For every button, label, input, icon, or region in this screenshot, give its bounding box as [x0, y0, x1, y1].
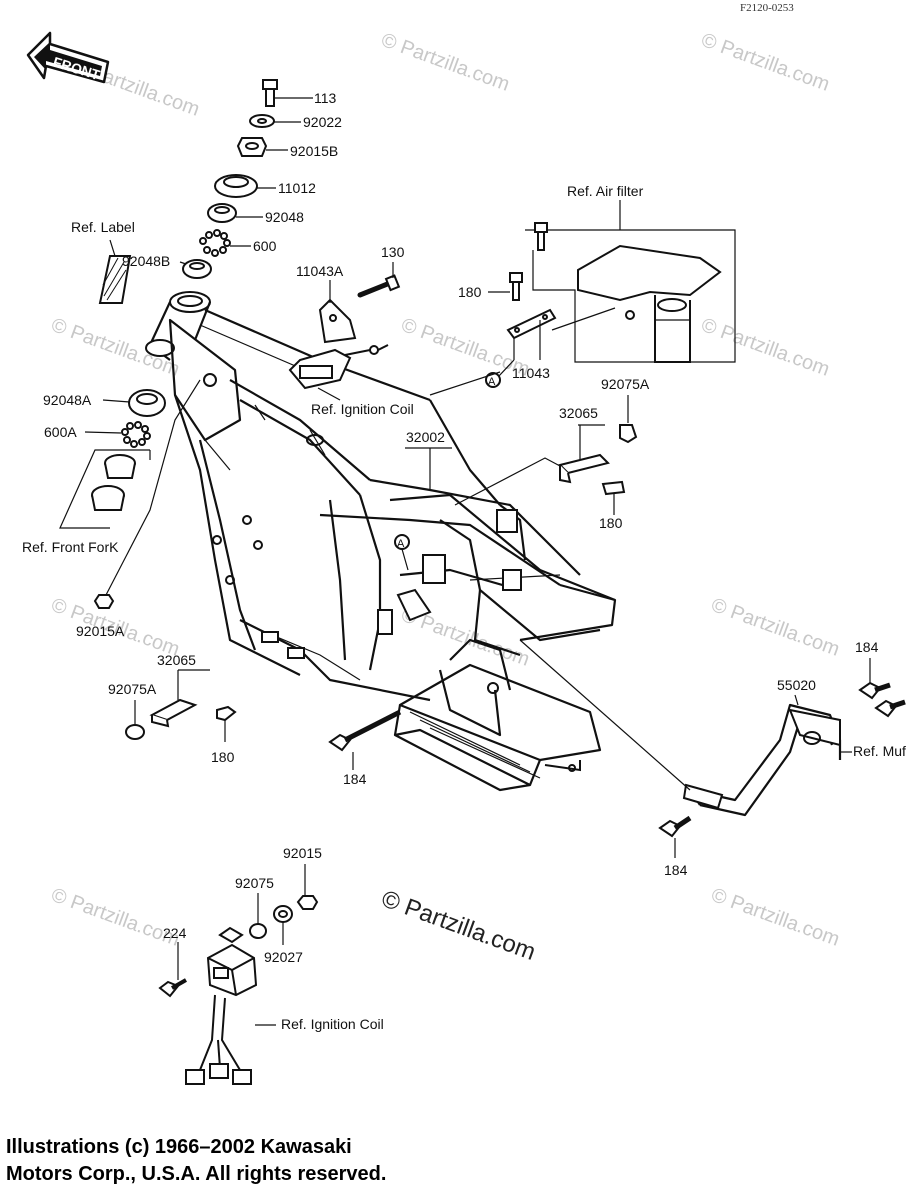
watermark: © Partzilla.com: [708, 594, 842, 661]
center-watermark: © Partzilla.com: [378, 885, 539, 966]
nut-92015A: [93, 379, 201, 609]
callout-55020: 55020: [777, 677, 816, 693]
diagram-code: F2120-0253: [740, 2, 794, 14]
watermark: © Partzilla.com: [708, 884, 842, 951]
watermark: © Partzilla.com: [378, 29, 512, 96]
callout-11043A: 11043A: [296, 263, 344, 279]
callout-92075A-left: 92075A: [108, 681, 157, 697]
bolt-184-center: [328, 709, 402, 770]
callout-32065-left: 32065: [157, 652, 196, 668]
copyright-line-1: Illustrations (c) 1966–2002 Kawasaki: [6, 1136, 352, 1158]
marker-a-mid: A: [394, 534, 410, 571]
air-filter-group: A: [429, 200, 736, 396]
callout-180-left: 180: [211, 749, 235, 765]
callout-92015B: 92015B: [290, 143, 338, 159]
callout-92048B: 92048B: [122, 253, 170, 269]
callout-ref-ignition-coil-bottom: Ref. Ignition Coil: [281, 1016, 384, 1032]
watermark: © Partzilla.com: [698, 314, 832, 381]
callout-ref-air-filter: Ref. Air filter: [567, 183, 644, 199]
watermark: © Partzilla.com: [698, 29, 832, 96]
copyright-line-2: Motors Corp., U.S.A. All rights reserved…: [6, 1163, 387, 1185]
marker-a-top: A: [488, 376, 496, 388]
callout-ref-label: Ref. Label: [71, 219, 135, 235]
ignition-coil-bracket: [288, 262, 401, 401]
callout-92048A: 92048A: [43, 392, 92, 408]
callout-11012: 11012: [278, 180, 316, 196]
bumper-55020: [519, 639, 906, 858]
callout-ref-ignition-coil-top: Ref. Ignition Coil: [311, 401, 414, 417]
callout-92015: 92015: [283, 845, 322, 861]
callout-180-top: 180: [458, 284, 482, 300]
callout-ref-muffler: Ref. Muf: [853, 743, 906, 759]
callout-180-right: 180: [599, 515, 623, 531]
callout-184-center: 184: [343, 771, 367, 787]
callout-92015A: 92015A: [76, 623, 125, 639]
callout-92048: 92048: [265, 209, 304, 225]
callout-184-top-right: 184: [855, 639, 879, 655]
bracket-32065-right: [454, 424, 626, 515]
front-arrow-icon: FRONT: [26, 31, 110, 84]
ref-label-icon: [98, 239, 132, 304]
callout-92075A-top: 92075A: [601, 376, 650, 392]
steering-stack: [179, 79, 313, 279]
callout-92022: 92022: [303, 114, 342, 130]
bracket-32065-left: [125, 669, 237, 742]
callout-113: 113: [314, 90, 337, 106]
svg-text:A: A: [397, 538, 405, 550]
callout-600A: 600A: [44, 424, 77, 440]
callout-130: 130: [381, 244, 405, 260]
callout-11043: 11043: [512, 365, 550, 381]
callout-224: 224: [163, 925, 187, 941]
ignition-coil-unit: [158, 864, 319, 1085]
watermarks: © Partzilla.com © Partzilla.com © Partzi…: [48, 29, 842, 951]
grommet-92075A-right: [619, 395, 638, 444]
callout-92075: 92075: [235, 875, 274, 891]
callout-32002: 32002: [406, 429, 445, 445]
lower-bearing-set: [59, 389, 166, 529]
callout-600: 600: [253, 238, 277, 254]
callout-92027: 92027: [264, 949, 303, 965]
callout-184-bottom-right: 184: [664, 862, 688, 878]
callout-32065-right: 32065: [559, 405, 598, 421]
callout-ref-front-fork: Ref. Front ForK: [22, 539, 119, 555]
callout-labels: 113 92022 92015B 11012 92048 600 92048B …: [22, 90, 906, 1032]
